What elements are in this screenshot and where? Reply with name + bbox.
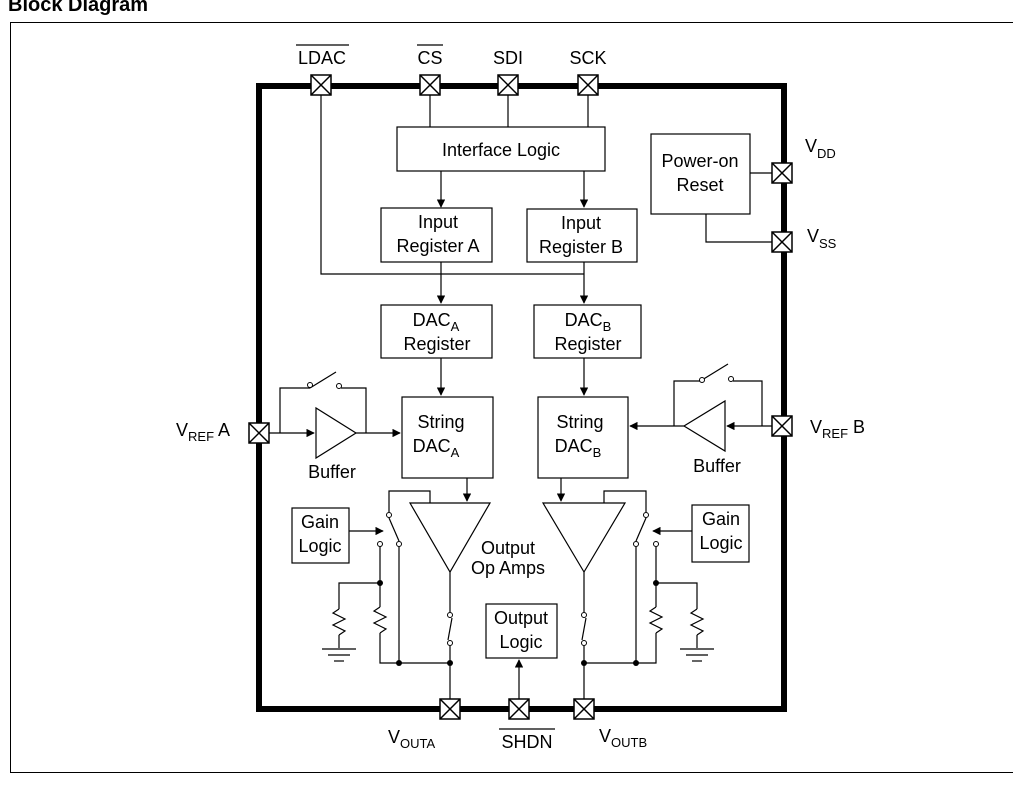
gain-logic-a-line2: Logic <box>298 536 341 556</box>
string-dac-a-line2: DACA <box>413 436 460 460</box>
gain-logic-b-line1: Gain <box>702 509 740 529</box>
pin-label-voutb: VOUTB <box>599 726 647 750</box>
dac-register-b <box>533 304 642 359</box>
bypass-switch-a <box>309 371 337 389</box>
gain-logic-b-line2: Logic <box>699 533 742 553</box>
buffer-b-triangle <box>682 399 726 453</box>
pin-label-sck: SCK <box>569 48 606 68</box>
input-register-a <box>380 207 493 263</box>
string-dac-a-line1: String <box>417 412 464 432</box>
pin-vdd <box>771 162 793 184</box>
pin-label-vss: VSS <box>807 226 837 251</box>
gain-switch-a <box>388 517 400 542</box>
output-logic-line2: Logic <box>499 632 542 652</box>
interface-logic-label: Interface Logic <box>442 140 560 160</box>
power-on-reset-line1: Power-on <box>661 151 738 171</box>
power-on-reset-block <box>650 133 751 215</box>
pin-vref-a <box>248 422 270 444</box>
interface-logic-block <box>396 126 606 172</box>
buffer-a-label: Buffer <box>308 462 356 482</box>
pin-label-vref-b: VREF B <box>810 417 865 441</box>
bypass-switch-b <box>701 363 729 381</box>
pin-vref-b <box>771 415 793 437</box>
buffer-a-triangle <box>315 406 358 460</box>
op-amp-b <box>541 502 627 574</box>
pin-voutb <box>573 698 595 720</box>
input-register-b <box>526 208 638 263</box>
diagram-frame <box>10 22 1013 773</box>
pin-ldac <box>310 74 332 96</box>
string-dac-b-line1: String <box>556 412 603 432</box>
page-title: Block Diagram <box>8 0 149 16</box>
input-register-b-line1: Input <box>561 213 601 233</box>
input-register-b-line2: Register B <box>539 237 623 257</box>
output-switch-b <box>581 617 587 641</box>
gain-logic-b-block <box>691 504 750 563</box>
output-op-amps-line2: Op Amps <box>471 558 545 578</box>
op-amp-a <box>408 502 492 574</box>
ldac-line <box>320 95 584 275</box>
buffer-b-label: Buffer <box>693 456 741 476</box>
output-switch-a <box>447 617 453 641</box>
string-dac-a <box>401 396 494 479</box>
dac-register-a-line1: DACA <box>413 310 460 334</box>
pin-label-ldac: LDAC <box>298 48 346 68</box>
pin-shdn <box>508 698 530 720</box>
output-logic-block <box>485 603 558 659</box>
pin-cs <box>419 74 441 96</box>
pin-vss <box>771 231 793 253</box>
dac-register-a <box>380 304 493 359</box>
pin-sck <box>577 74 599 96</box>
gain-logic-a-line1: Gain <box>301 512 339 532</box>
pin-label-sdi: SDI <box>493 48 523 68</box>
pin-vouta <box>439 698 461 720</box>
gain-logic-a-block <box>291 507 350 564</box>
pin-label-vouta: VOUTA <box>388 727 435 751</box>
dac-register-a-line2: Register <box>403 334 470 354</box>
input-register-a-line1: Input <box>418 212 458 232</box>
dac-register-b-line1: DACB <box>565 310 612 334</box>
gain-switch-b <box>635 517 647 542</box>
power-on-reset-line2: Reset <box>676 175 723 195</box>
output-op-amps-line1: Output <box>481 538 535 558</box>
pin-label-cs: CS <box>417 48 442 68</box>
pin-label-shdn: SHDN <box>501 732 552 752</box>
output-logic-line1: Output <box>494 608 548 628</box>
string-dac-b <box>537 396 629 479</box>
input-register-a-line2: Register A <box>396 236 479 256</box>
dac-register-b-line2: Register <box>554 334 621 354</box>
string-dac-b-line2: DACB <box>555 436 602 460</box>
pin-label-vdd: VDD <box>805 136 836 161</box>
pin-label-vref-a: VREF A <box>176 420 230 444</box>
pin-sdi <box>497 74 519 96</box>
